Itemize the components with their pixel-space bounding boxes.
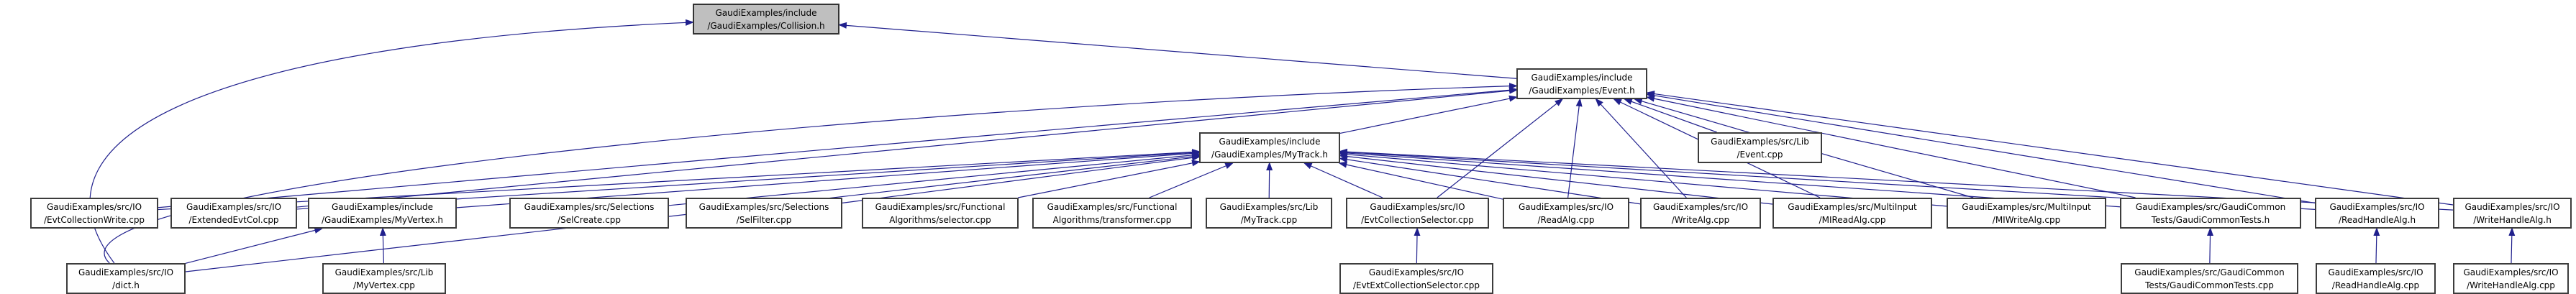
graph-node-evtextcollectionselector-cpp[interactable]: GaudiExamples/src/IO /EvtExtCollectionSe… <box>1339 263 1493 294</box>
graph-node-mireadalg-cpp[interactable]: GaudiExamples/src/MultiInput /MIReadAlg.… <box>1772 198 1932 229</box>
edge-event-cpp-to-event-h <box>1623 98 1717 133</box>
edge-evtcollectionselector-cpp-to-event-h <box>1437 98 1564 198</box>
graph-node-dict-h[interactable]: GaudiExamples/src/IO /dict.h <box>66 263 186 294</box>
graph-node-event-cpp[interactable]: GaudiExamples/src/Lib /Event.cpp <box>1698 132 1822 163</box>
graph-node-gaudicommontests-cpp[interactable]: GaudiExamples/src/GaudiCommon Tests/Gaud… <box>2121 263 2298 294</box>
edge-evtcollectionselector-cpp-to-mytrack-h <box>1303 162 1383 198</box>
graph-node-selector-cpp[interactable]: GaudiExamples/src/Functional Algorithms/… <box>862 198 1019 229</box>
graph-node-extendedevtcol-cpp[interactable]: GaudiExamples/src/IO /ExtendedEvtCol.cpp <box>170 198 297 229</box>
graph-node-miwritealg-cpp[interactable]: GaudiExamples/src/MultiInput /MIWriteAlg… <box>1947 198 2106 229</box>
graph-node-transformer-cpp[interactable]: GaudiExamples/src/Functional Algorithms/… <box>1032 198 1192 229</box>
edge-writehandlealg-h-to-event-h <box>1646 91 2454 206</box>
edge-evtextcollectionselector-cpp-to-evtcollectionselector-cpp <box>1414 227 1421 264</box>
edge-readalg-cpp-to-mytrack-h <box>1338 161 1503 200</box>
graph-node-writehandlealg-cpp[interactable]: GaudiExamples/src/IO /WriteHandleAlg.cpp <box>2453 263 2569 294</box>
graph-node-mytrack-cpp[interactable]: GaudiExamples/src/Lib /MyTrack.cpp <box>1206 198 1332 229</box>
graph-node-evtcollectionwrite-cpp[interactable]: GaudiExamples/src/IO /EvtCollectionWrite… <box>30 198 158 229</box>
graph-node-myvertex-cpp[interactable]: GaudiExamples/src/Lib /MyVertex.cpp <box>322 263 446 294</box>
graph-node-evtcollectionselector-cpp[interactable]: GaudiExamples/src/IO /EvtCollectionSelec… <box>1346 198 1489 229</box>
graph-node-readhandlealg-h[interactable]: GaudiExamples/src/IO /ReadHandleAlg.h <box>2315 198 2439 229</box>
graph-node-mytrack-h[interactable]: GaudiExamples/include /GaudiExamples/MyT… <box>1199 132 1340 163</box>
edge-transformer-cpp-to-mytrack-h <box>1149 162 1234 198</box>
edge-miwritealg-cpp-to-mytrack-h <box>1339 151 1947 207</box>
edge-mireadalg-cpp-to-mytrack-h <box>1339 153 1773 205</box>
edge-readhandlealg-h-to-event-h <box>1646 92 2316 204</box>
edge-mytrack-cpp-to-mytrack-h <box>1266 162 1273 198</box>
edge-gaudicommontests-h-to-event-h <box>1646 95 2136 198</box>
edge-extendedevtcol-cpp-to-event-h <box>296 87 1518 208</box>
edge-event-h-to-collision-h <box>838 22 1517 79</box>
edge-writealg-cpp-to-mytrack-h <box>1339 156 1641 205</box>
graph-node-gaudicommontests-h[interactable]: GaudiExamples/src/GaudiCommon Tests/Gaud… <box>2120 198 2301 229</box>
edge-dict-h-to-myvertex-h <box>185 227 324 264</box>
edge-readalg-cpp-to-event-h <box>1567 98 1583 198</box>
edge-dict-h-to-event-h <box>104 83 1518 264</box>
edge-selector-cpp-to-mytrack-h <box>1018 160 1201 198</box>
edge-writehandlealg-cpp-to-writehandlealg-h <box>2508 227 2516 264</box>
edge-selfilter-cpp-to-mytrack-h <box>842 155 1201 203</box>
edge-evtcollectionwrite-cpp-to-event-h <box>158 86 1518 208</box>
graph-node-event-h[interactable]: GaudiExamples/include /GaudiExamples/Eve… <box>1516 68 1647 99</box>
graph-node-writealg-cpp[interactable]: GaudiExamples/src/IO /WriteAlg.cpp <box>1640 198 1761 229</box>
graph-node-writehandlealg-h[interactable]: GaudiExamples/src/IO /WriteHandleAlg.h <box>2453 198 2572 229</box>
graph-node-readhandlealg-cpp[interactable]: GaudiExamples/src/IO /ReadHandleAlg.cpp <box>2316 263 2436 294</box>
graph-node-selcreate-cpp[interactable]: GaudiExamples/src/Selections /SelCreate.… <box>509 198 669 229</box>
edge-gaudicommontests-cpp-to-gaudicommontests-h <box>2206 227 2213 264</box>
edge-selcreate-cpp-to-mytrack-h <box>668 152 1201 206</box>
edge-writealg-cpp-to-event-h <box>1595 98 1687 198</box>
edge-readhandlealg-cpp-to-readhandlealg-h <box>2373 227 2380 264</box>
graph-node-myvertex-h[interactable]: GaudiExamples/include /GaudiExamples/MyV… <box>308 198 457 229</box>
graph-node-collision-h: GaudiExamples/include /GaudiExamples/Col… <box>693 4 839 35</box>
edge-mytrack-h-to-event-h <box>1339 95 1518 134</box>
graph-node-selfilter-cpp[interactable]: GaudiExamples/src/Selections /SelFilter.… <box>686 198 842 229</box>
graph-node-readalg-cpp[interactable]: GaudiExamples/src/IO /ReadAlg.cpp <box>1503 198 1629 229</box>
